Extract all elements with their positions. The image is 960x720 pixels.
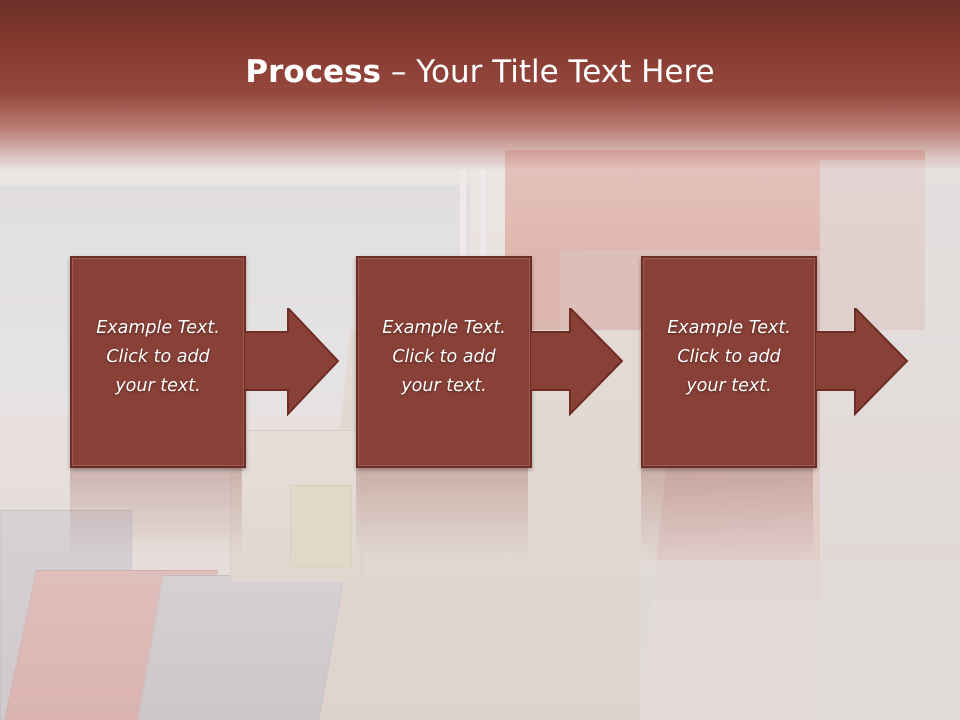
- title-band: [0, 0, 960, 170]
- step-reflection: [641, 466, 813, 556]
- step-text-line: your text.: [401, 376, 487, 396]
- title-bold-text: Process: [245, 54, 381, 90]
- background-quay: [640, 560, 960, 720]
- arrow-right-icon[interactable]: [815, 308, 911, 416]
- title-rest-text: Your Title Text Here: [416, 54, 715, 90]
- step-text[interactable]: Example Text. Click to add your text.: [358, 314, 530, 401]
- process-step-3[interactable]: Example Text. Click to add your text.: [641, 256, 817, 468]
- step-reflection: [356, 466, 528, 556]
- step-text-line: your text.: [686, 376, 772, 396]
- step-text-line: Click to add: [106, 347, 210, 367]
- step-text-line: Click to add: [677, 347, 781, 367]
- arrow-right-icon[interactable]: [244, 308, 340, 416]
- background-pole: [480, 170, 486, 280]
- step-text-line: your text.: [115, 376, 201, 396]
- step-text-line: Example Text.: [667, 318, 791, 338]
- step-text-line: Example Text.: [96, 318, 220, 338]
- background-pole: [460, 170, 466, 280]
- process-step-2[interactable]: Example Text. Click to add your text.: [356, 256, 532, 468]
- step-text[interactable]: Example Text. Click to add your text.: [643, 314, 815, 401]
- background-container-stack: [290, 485, 352, 567]
- step-text-line: Example Text.: [382, 318, 506, 338]
- step-reflection: [70, 466, 242, 556]
- title-dash: –: [381, 54, 417, 90]
- step-text[interactable]: Example Text. Click to add your text.: [72, 314, 244, 401]
- step-text-line: Click to add: [392, 347, 496, 367]
- arrow-right-icon[interactable]: [530, 308, 626, 416]
- slide-title[interactable]: Process – Your Title Text Here: [0, 54, 960, 90]
- process-step-1[interactable]: Example Text. Click to add your text.: [70, 256, 246, 468]
